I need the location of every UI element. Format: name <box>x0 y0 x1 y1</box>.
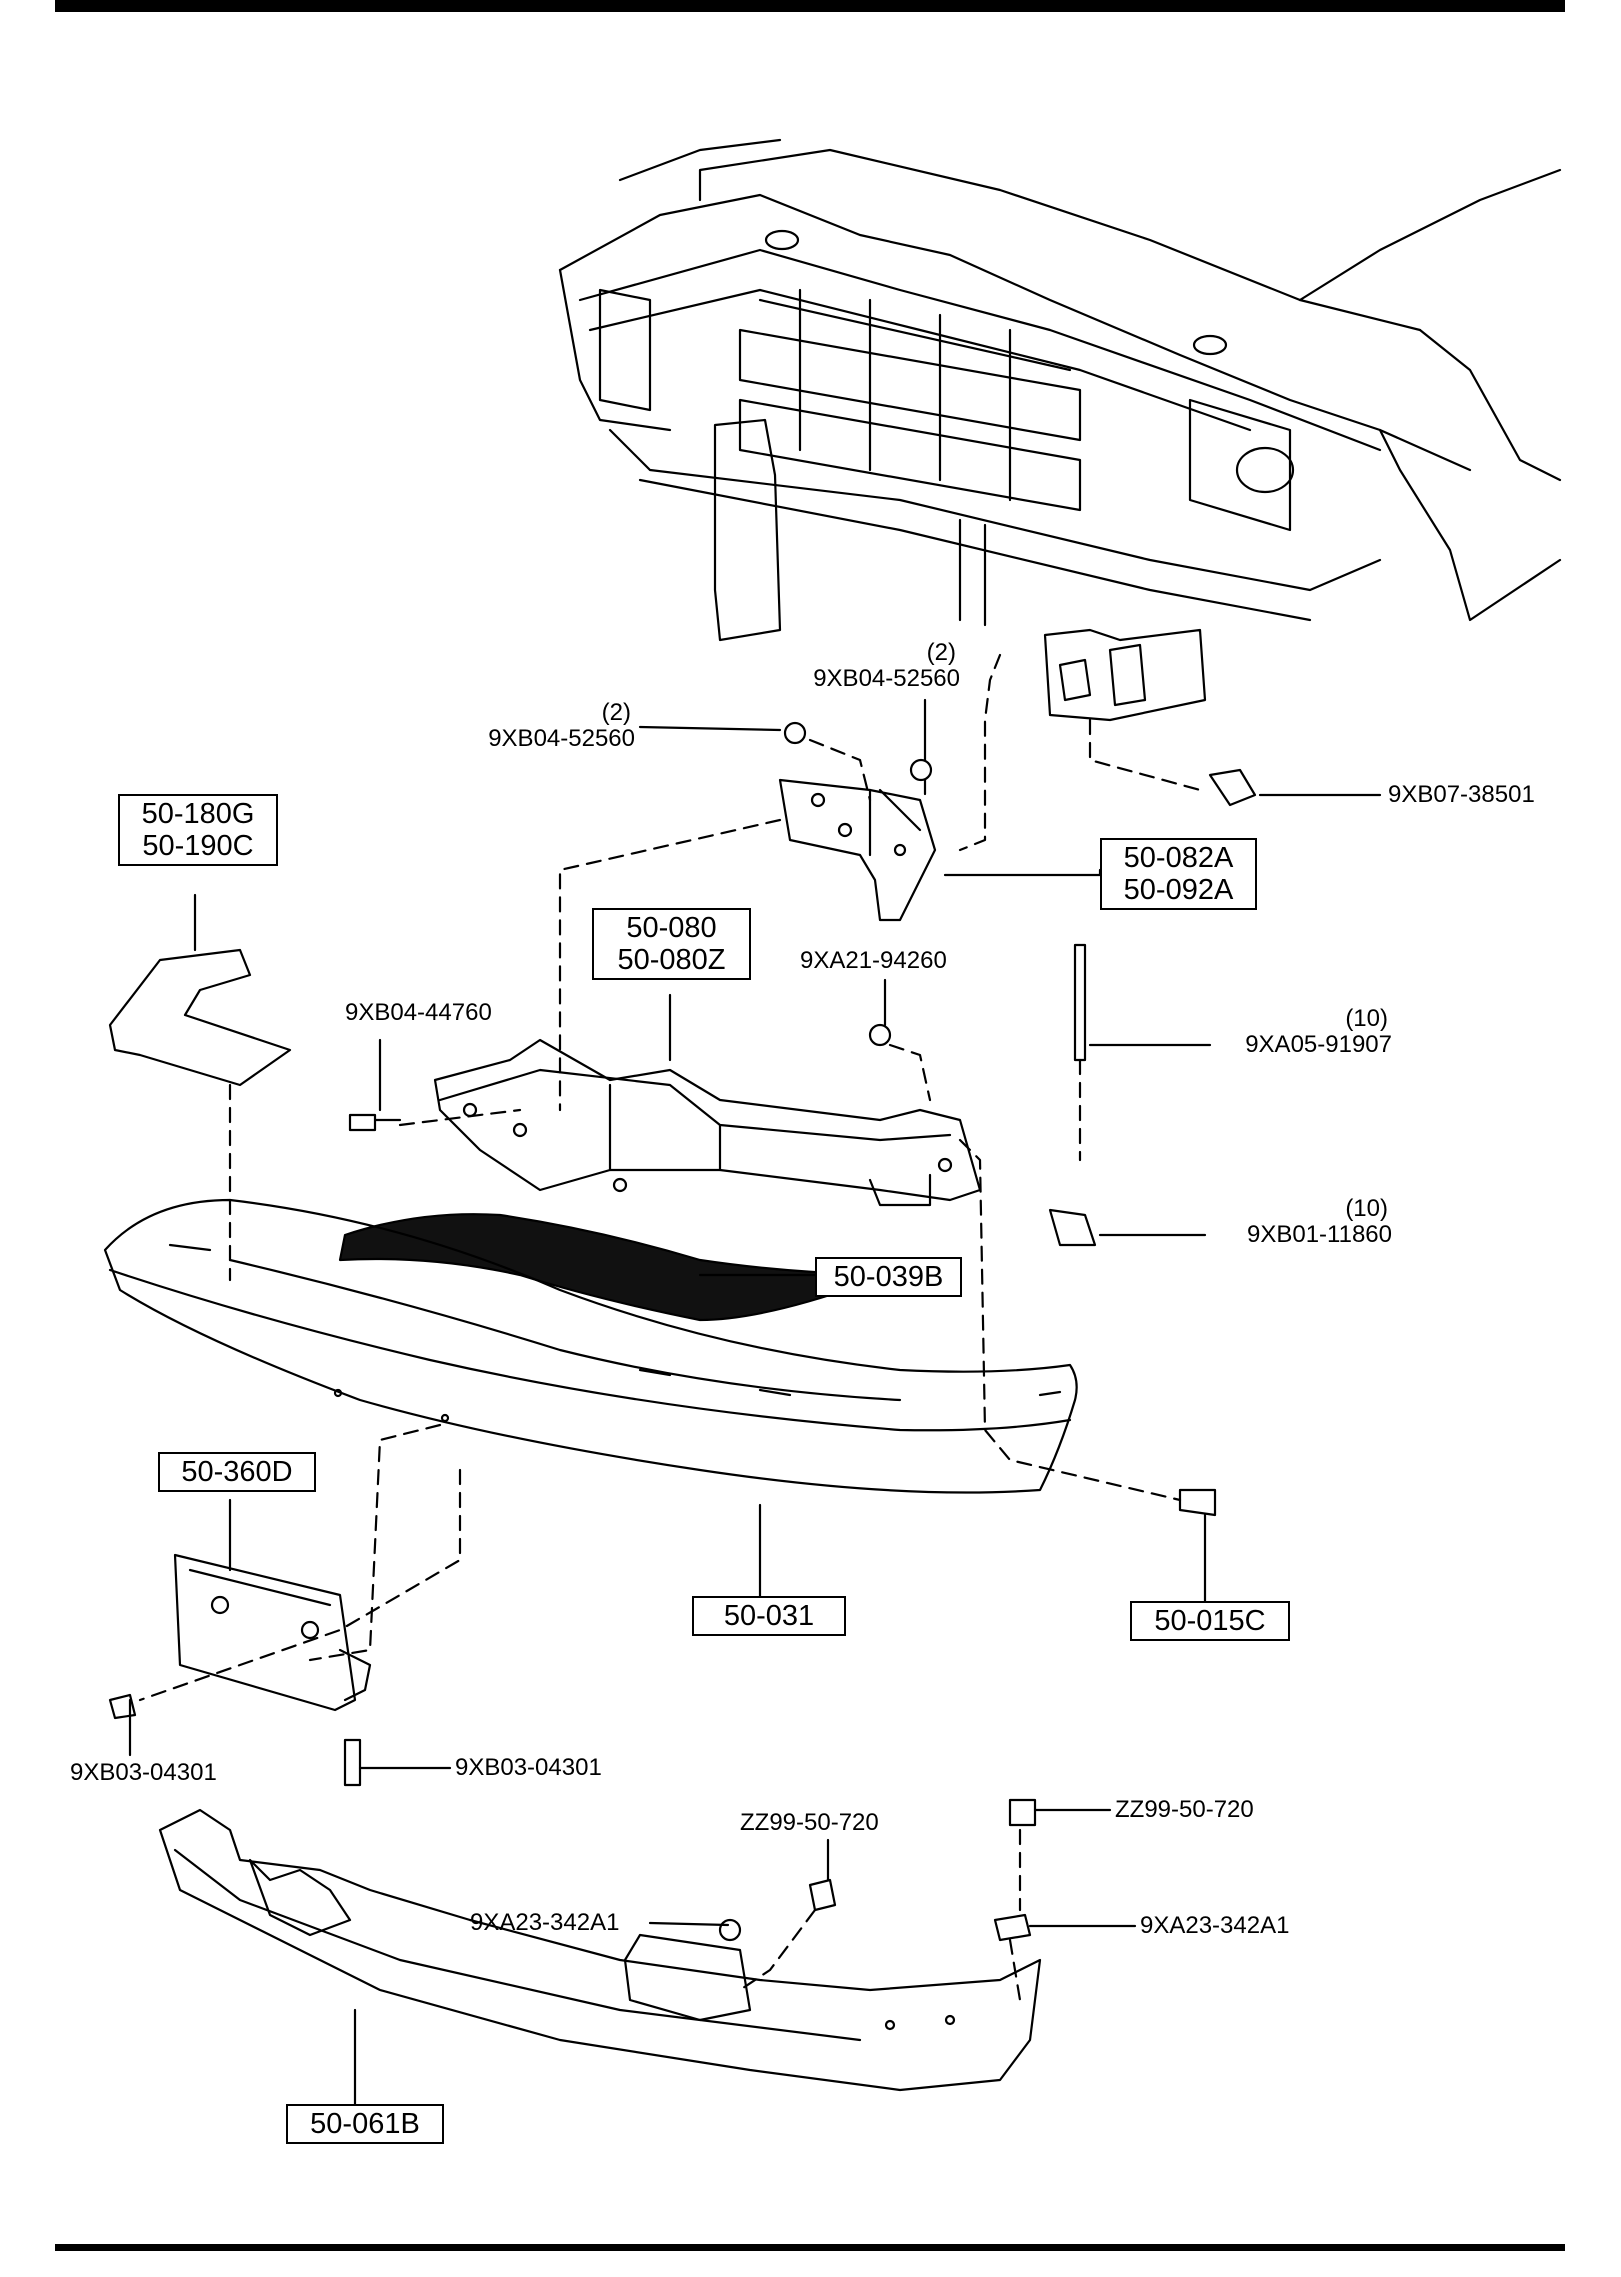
bumper-50-031-part <box>103 1198 1078 1494</box>
license-bracket-50-360D-part <box>173 1553 372 1712</box>
leader-lines <box>128 698 1382 2112</box>
label-rivet-center[interactable]: 9XB03-04301 <box>455 1754 602 1781</box>
reinforcement-50-080-part <box>433 1038 982 1207</box>
callout-50-180G[interactable]: 50-180G 50-190C <box>118 794 278 866</box>
label-nut-clip[interactable]: (10) 9XB01-11860 <box>1246 1195 1392 1248</box>
label-bolt-reinforcement[interactable]: 9XB04-44760 <box>345 999 492 1026</box>
label-clip-valance-left[interactable]: 9XA23-342A1 <box>470 1909 620 1936</box>
callout-50-080[interactable]: 50-080 50-080Z <box>592 908 751 980</box>
callout-50-015C[interactable]: 50-015C <box>1130 1601 1290 1641</box>
vehicle-front-end <box>558 138 1562 722</box>
label-screw-valance-left[interactable]: ZZ99-50-720 <box>740 1809 879 1836</box>
callout-50-031[interactable]: 50-031 <box>692 1596 846 1636</box>
label-nut-reinforcement[interactable]: 9XA21-94260 <box>800 947 947 974</box>
label-bolt-frame[interactable]: 9XB07-38501 <box>1388 781 1535 808</box>
fasteners <box>108 721 1257 1942</box>
callout-50-039B[interactable]: 50-039B <box>815 1257 962 1297</box>
label-clip-valance-right[interactable]: 9XA23-342A1 <box>1140 1912 1290 1939</box>
assembly-lines <box>138 653 1202 2002</box>
corner-cover-50-180G-part <box>108 948 292 1087</box>
label-nut-top[interactable]: (2) 9XB04-52560 <box>813 639 960 692</box>
label-screw-valance-right[interactable]: ZZ99-50-720 <box>1115 1796 1254 1823</box>
callout-50-061B[interactable]: 50-061B <box>286 2104 444 2144</box>
callout-50-360D[interactable]: 50-360D <box>158 1452 316 1492</box>
bottom-rule <box>55 2244 1565 2251</box>
callout-50-082A[interactable]: 50-082A 50-092A <box>1100 838 1257 910</box>
lower-valance-50-061B-part <box>158 1808 1042 2092</box>
label-screw-top[interactable]: (10) 9XA05-91907 <box>1245 1005 1392 1058</box>
label-nut-left[interactable]: (2) 9XB04-52560 <box>488 699 635 752</box>
label-rivet-left[interactable]: 9XB03-04301 <box>70 1759 217 1786</box>
top-rule <box>55 0 1565 12</box>
bracket-50-082A-part <box>778 778 937 922</box>
